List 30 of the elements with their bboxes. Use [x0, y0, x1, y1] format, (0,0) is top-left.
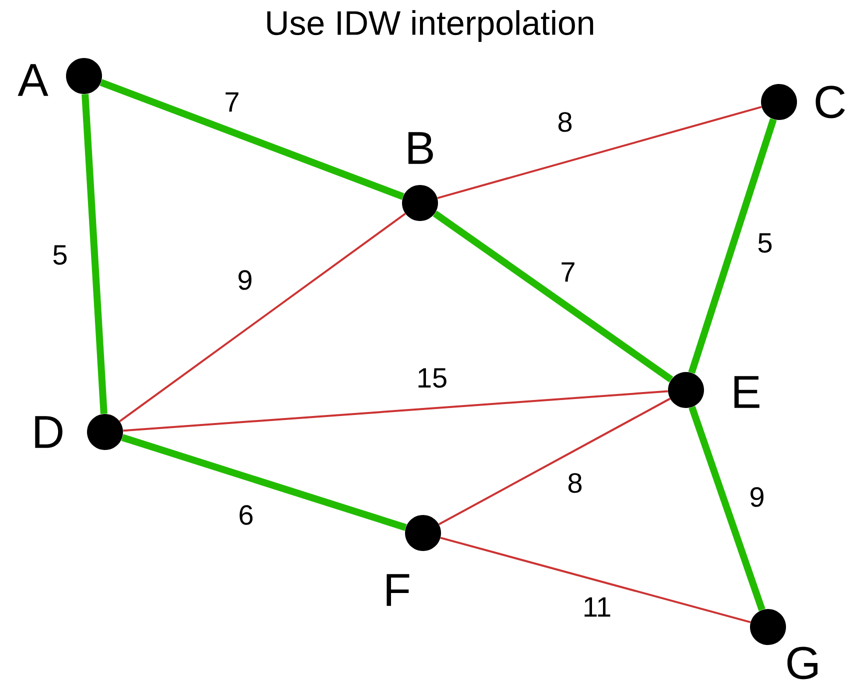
edge-line [119, 212, 406, 422]
edge-label: 6 [236, 503, 256, 527]
node-letter: C [816, 86, 845, 118]
edge-line [100, 79, 404, 200]
edge-label: 7 [558, 260, 578, 284]
edge-line [121, 434, 407, 531]
edge-line [688, 118, 777, 374]
edge-label: 8 [565, 471, 585, 495]
node-letter: D [35, 416, 62, 448]
node-letter: A [18, 64, 48, 96]
edge-label: 11 [580, 595, 614, 619]
edge-line [82, 94, 108, 414]
edge-line [432, 210, 674, 382]
edge-line [437, 106, 762, 200]
title: Use IDW interpolation [267, 10, 594, 42]
edge-label: 9 [235, 268, 255, 292]
node-letter: F [386, 574, 410, 606]
node-letter: B [408, 132, 433, 164]
edge-label: 15 [414, 366, 450, 390]
edge-line [688, 406, 766, 611]
node-letter: E [734, 376, 760, 408]
edge-line [123, 390, 668, 432]
edge-line [440, 536, 751, 624]
edge-line [438, 398, 670, 526]
node-letter: G [787, 646, 818, 680]
edge-label: 5 [755, 231, 775, 255]
edge-label: 8 [555, 110, 575, 134]
edge-label: 9 [747, 485, 767, 509]
edge-label: 7 [222, 90, 242, 114]
edge-label: 5 [50, 243, 70, 267]
